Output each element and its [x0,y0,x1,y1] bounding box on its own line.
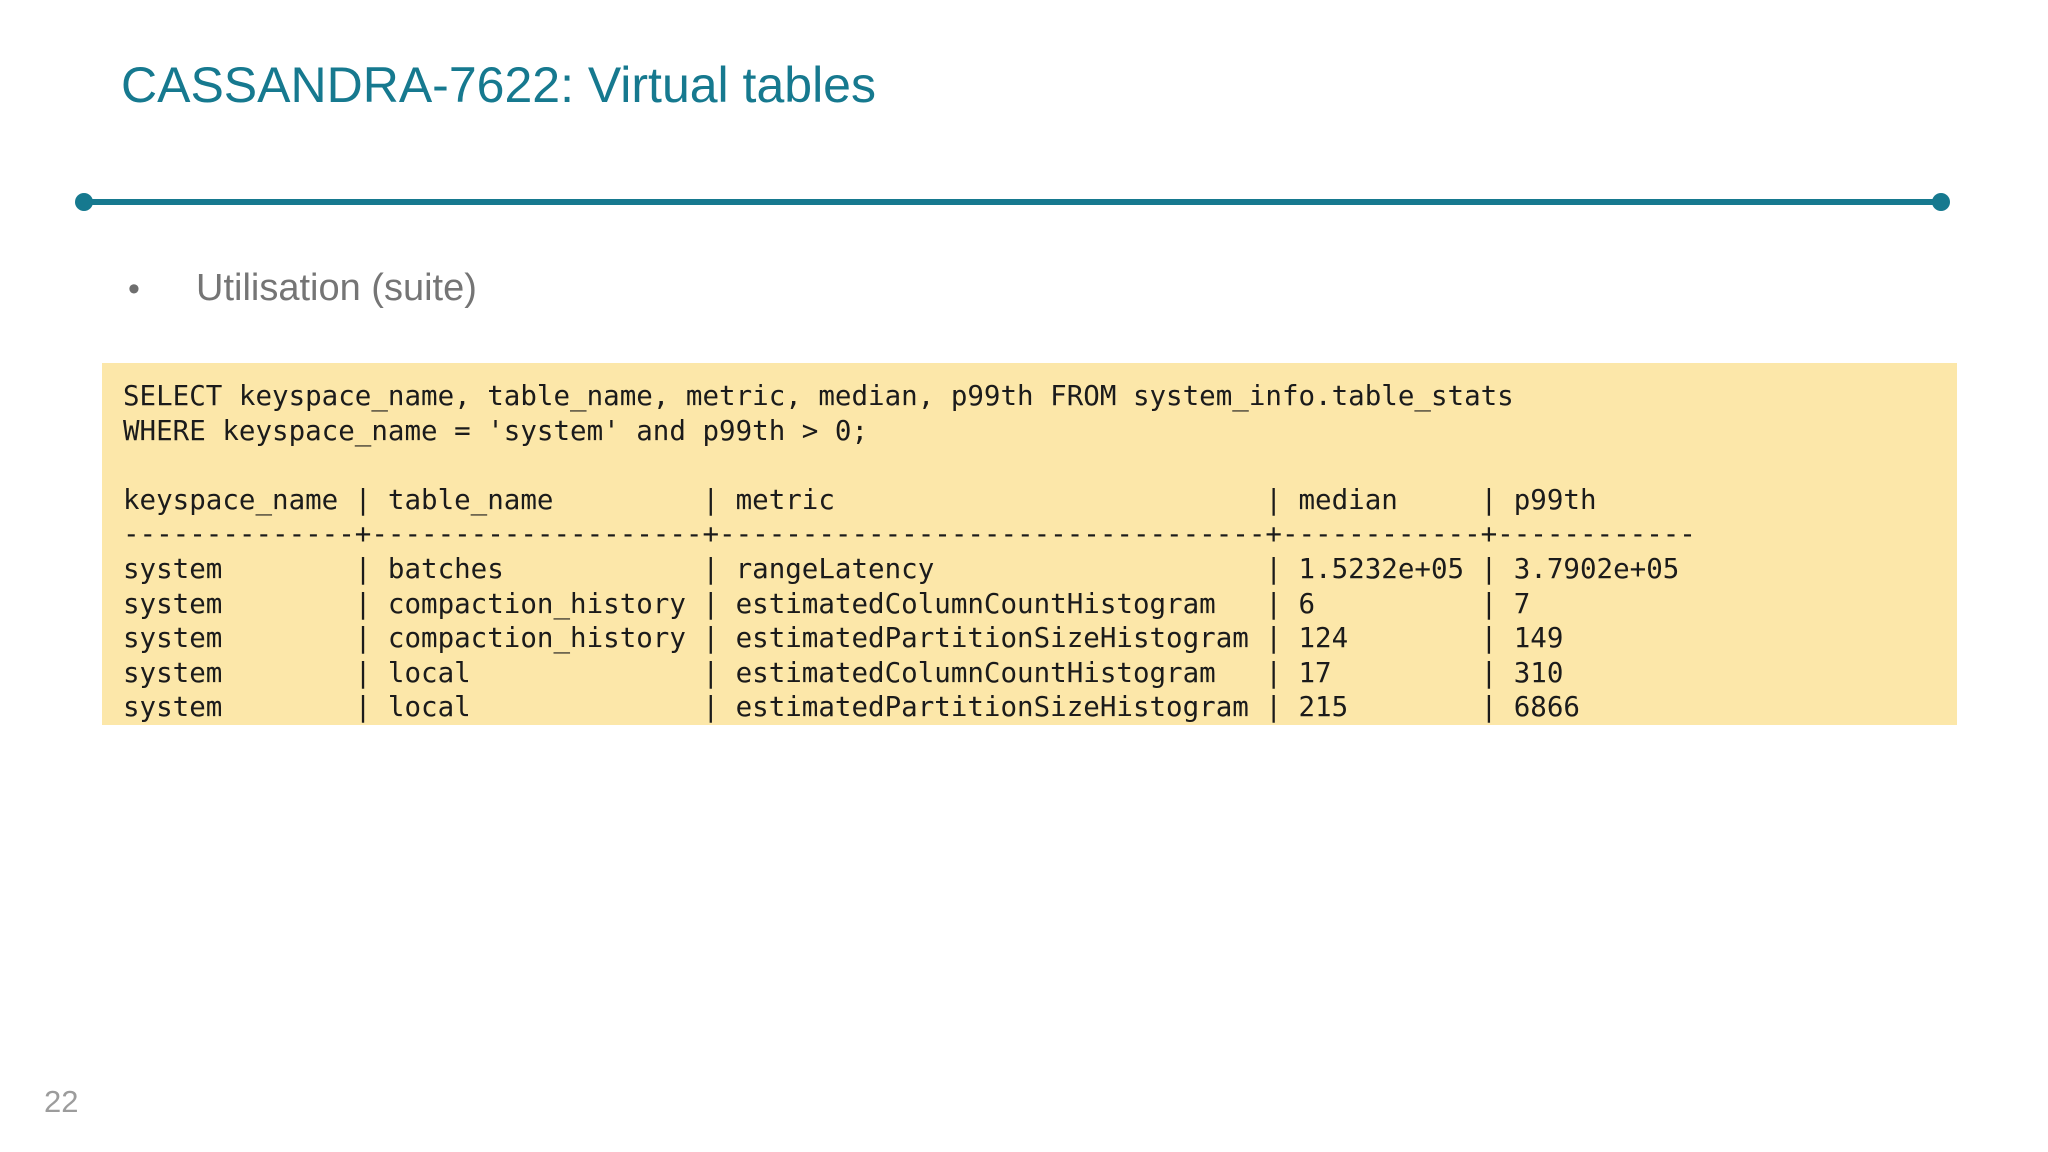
console-output: SELECT keyspace_name, table_name, metric… [123,380,1696,724]
divider-rule [84,199,1942,205]
page-number: 22 [44,1084,79,1119]
bullet-icon: • [128,270,140,308]
divider-right-dot [1932,193,1950,211]
bullet-item: • Utilisation (suite) [128,266,477,312]
bullet-label: Utilisation (suite) [196,267,477,309]
code-block: SELECT keyspace_name, table_name, metric… [102,363,1957,725]
page-title: CASSANDRA-7622: Virtual tables [121,57,876,113]
